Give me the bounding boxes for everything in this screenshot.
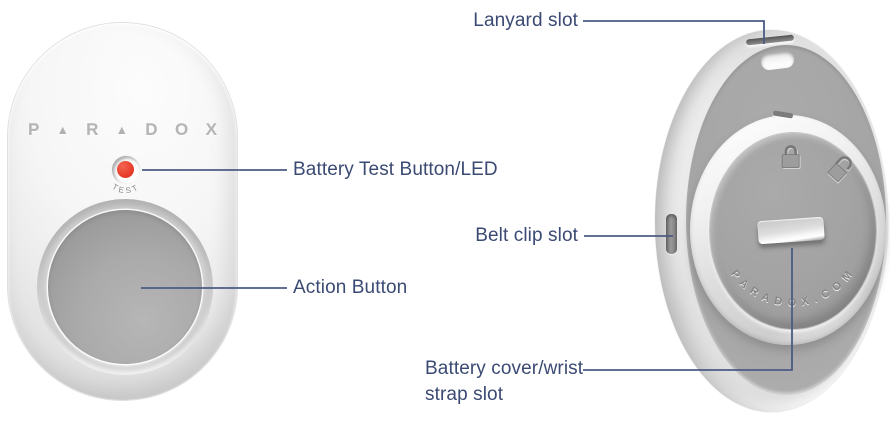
label-battery-cover-line2: strap slot: [425, 384, 504, 405]
logo-letter: O: [174, 120, 189, 139]
logo-letter: X: [205, 120, 217, 139]
battery-test-button[interactable]: [112, 156, 140, 184]
label-battery-test: Battery Test Button/LED: [293, 159, 498, 180]
label-lanyard-slot: Lanyard slot: [473, 10, 578, 31]
test-engraving: TEST TEST: [111, 182, 142, 196]
action-button-rim: [37, 199, 213, 375]
logo-letter: P: [28, 120, 40, 139]
logo-letter: R: [86, 120, 99, 139]
logo-letter: D: [145, 120, 158, 139]
logo-triangle-icon: ▲: [115, 123, 128, 137]
label-action-button: Action Button: [293, 277, 408, 298]
svg-text:TEST: TEST: [111, 183, 142, 196]
belt-clip-slot: [666, 214, 677, 254]
action-button[interactable]: [48, 210, 202, 364]
label-belt-clip: Belt clip slot: [475, 225, 578, 246]
remote-front-body: P ▲ R ▲ D O X TEST TEST: [8, 23, 237, 400]
label-battery-cover-line1: Battery cover/wrist: [425, 358, 584, 379]
svg-text:TEST: TEST: [111, 182, 142, 195]
test-led-icon: [117, 161, 134, 178]
paradox-logo: P ▲ R ▲ D O X: [22, 120, 223, 140]
logo-triangle-icon: ▲: [56, 123, 69, 137]
coin-slot: [757, 216, 825, 245]
